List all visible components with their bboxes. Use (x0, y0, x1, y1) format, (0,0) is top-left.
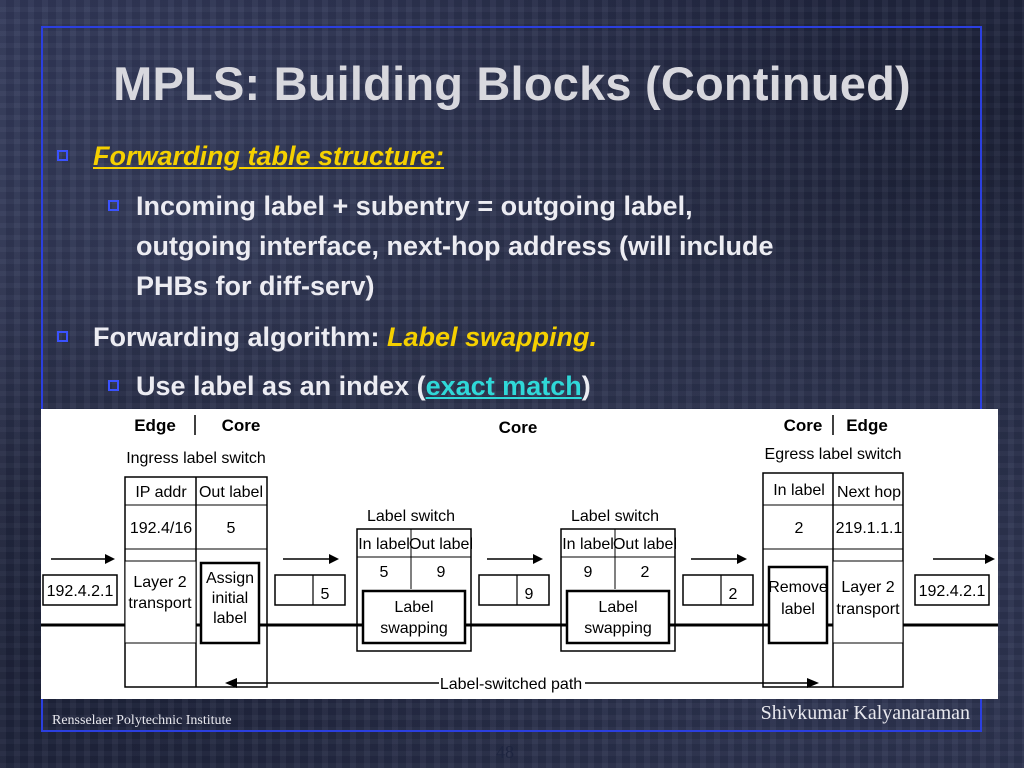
assign-label-text: initial (212, 590, 248, 607)
forwarding-algorithm-suffix: . (589, 322, 598, 352)
switch1-swap-box (361, 589, 467, 645)
egress-layer2-text: Layer 2 (841, 579, 894, 596)
packet-2-label: 9 (525, 586, 534, 603)
ingress-col-ipaddr: IP addr (135, 484, 187, 501)
sub-bullet-exact-match: Use label as an index (exact match) (136, 366, 591, 406)
ip-packet-out (914, 574, 990, 606)
exact-match-suffix: ) (581, 371, 591, 401)
bullet-line: Incoming label + subentry = outgoing lab… (136, 191, 693, 221)
packet-1-label: 5 (321, 586, 330, 603)
bullet-forwarding-algorithm: Forwarding algorithm: Label swapping. (93, 317, 597, 357)
switch2-box (560, 528, 676, 652)
bullet-forwarding-table: Forwarding table structure: (93, 136, 444, 176)
switch2-swap-text: Label (598, 599, 637, 616)
egress-val-inlabel: 2 (795, 520, 804, 537)
egress-col-inlabel: In label (773, 482, 825, 499)
forwarding-table-heading: Forwarding table structure: (93, 141, 445, 171)
egress-layer2-text: transport (836, 601, 900, 618)
arrowhead-icon (807, 678, 819, 688)
switch2-out-value: 2 (641, 564, 650, 581)
arrowhead-icon (329, 554, 339, 564)
egress-title: Egress label switch (765, 446, 902, 463)
ingress-layer2-text: Layer 2 (133, 574, 186, 591)
switch1-box (356, 528, 472, 652)
ingress-title: Ingress label switch (126, 450, 266, 467)
exact-match-link[interactable]: exact match (425, 371, 582, 401)
sub-bullet-square-icon (108, 200, 119, 211)
arrowhead-icon (533, 554, 543, 564)
footer-author: Shivkumar Kalyanaraman (760, 702, 970, 724)
forwarding-algorithm-prefix: Forwarding algorithm: (93, 322, 387, 352)
slide-frame (41, 26, 982, 732)
ingress-val-ipaddr: 192.4/16 (130, 520, 192, 537)
switch1-col-inlabel: In label (358, 536, 410, 553)
remove-label-text: Remove (768, 579, 828, 596)
switch2-col-inlabel: In label (562, 536, 614, 553)
switch2-title: Label switch (571, 508, 659, 525)
ingress-val-outlabel: 5 (227, 520, 236, 537)
label-swapping-emphasis: Label swapping (387, 322, 590, 352)
remove-label-box (767, 565, 829, 645)
switch1-col-outlabel: Out label (409, 536, 473, 553)
packet-3-label: 2 (729, 586, 738, 603)
arrowhead-icon (737, 554, 747, 564)
egress-val-nexthop: 219.1.1.1 (836, 520, 903, 537)
arrowhead-icon (985, 554, 995, 564)
header-left-edge: Edge (134, 416, 176, 435)
footer-institute: Rensselaer Polytechnic Institute (52, 713, 232, 728)
ingress-layer2-box (124, 560, 197, 644)
header-left-core: Core (222, 416, 261, 435)
switch2-in-value: 9 (584, 564, 593, 581)
switch2-swap-text: swapping (584, 620, 652, 637)
switch1-in-value: 5 (380, 564, 389, 581)
page-number: 48 (496, 742, 514, 762)
packet-2 (478, 574, 550, 606)
lsp-label: Label-switched path (440, 676, 582, 693)
switch1-swap-text: swapping (380, 620, 448, 637)
switch1-title: Label switch (367, 508, 455, 525)
switch1-out-value: 9 (437, 564, 446, 581)
arrowhead-icon (225, 678, 237, 688)
bullet-square-icon (57, 150, 68, 161)
header-right-edge: Edge (846, 416, 888, 435)
bullet-line: outgoing interface, next-hop address (wi… (136, 231, 774, 261)
mpls-diagram-svg: Edge Core Core Core Edge Ingress label s… (41, 415, 998, 693)
switch1-swap-text: Label (394, 599, 433, 616)
header-right-core: Core (784, 416, 823, 435)
header-center-core: Core (499, 418, 538, 437)
ip-packet-in-text: 192.4.2.1 (47, 583, 114, 600)
ingress-layer2-text: transport (128, 595, 192, 612)
switch2-col-outlabel: Out label (613, 536, 677, 553)
assign-label-box (199, 561, 261, 645)
ip-packet-out-text: 192.4.2.1 (919, 583, 986, 600)
bullet-line: PHBs for diff-serv) (136, 271, 375, 301)
sub-bullet-square-icon (108, 380, 119, 391)
packet-1 (274, 574, 346, 606)
egress-col-nexthop: Next hop (837, 484, 901, 501)
switch2-swap-box (565, 589, 671, 645)
sub-bullet-incoming-label: Incoming label + subentry = outgoing lab… (136, 186, 774, 306)
slide-title: MPLS: Building Blocks (Continued) (113, 57, 911, 110)
ingress-col-outlabel: Out label (199, 484, 263, 501)
bullet-square-icon (57, 331, 68, 342)
exact-match-prefix: Use label as an index ( (136, 371, 426, 401)
assign-label-text: label (213, 610, 247, 627)
remove-label-text: label (781, 601, 815, 618)
arrowhead-icon (105, 554, 115, 564)
packet-3 (682, 574, 754, 606)
egress-layer2-box (832, 560, 904, 644)
mpls-diagram: Edge Core Core Core Edge Ingress label s… (41, 409, 998, 699)
ip-packet-in (42, 574, 118, 606)
assign-label-text: Assign (206, 570, 254, 587)
